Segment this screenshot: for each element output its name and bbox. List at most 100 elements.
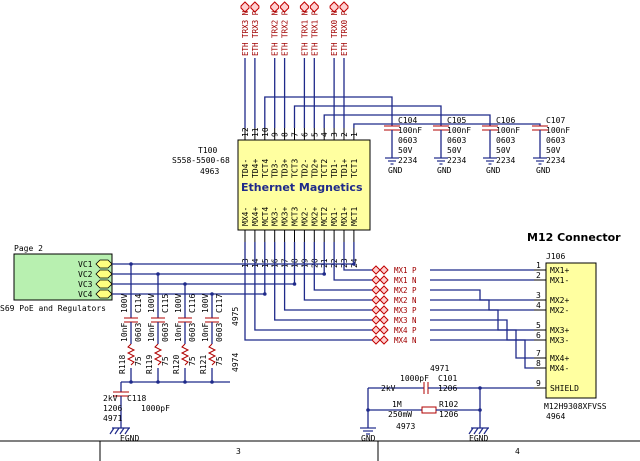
resistor-value: 75	[188, 356, 197, 366]
cap-ref: C104	[398, 116, 417, 125]
resistor-zigzag	[126, 343, 136, 366]
mx-net-label: MX2 N	[371, 295, 417, 305]
wire	[293, 105, 442, 128]
cap-package: 0603	[398, 136, 417, 145]
pin-name: MCT2	[320, 207, 329, 226]
cap-value: 10nF	[174, 323, 183, 342]
connector-ref: J106	[546, 252, 565, 261]
pin-name: TD1+	[340, 159, 349, 178]
net-arrow-icon	[371, 325, 389, 335]
pin-number: 1	[350, 132, 359, 137]
magnetics-t100[interactable]: T100 S558-5500-68 4963 Ethernet Magnetic…	[172, 127, 371, 268]
pin-name: TCT2	[320, 159, 329, 178]
connector-pin-name: MX3+	[550, 326, 569, 335]
r102-power: 250mW	[388, 410, 412, 419]
wire	[244, 242, 372, 341]
net-arrow-icon	[299, 1, 309, 13]
c118[interactable]: 2kV C118 1206 1000pF 4971 EGND	[103, 381, 230, 443]
mx-net-name: MX2 P	[394, 286, 417, 295]
connector-pin-name: MX4+	[550, 354, 569, 363]
eth-net-name: ETH TRX1 N	[300, 11, 309, 56]
wire	[333, 242, 372, 281]
cap-ref: C116	[188, 294, 197, 313]
c101-volt: 2kV	[381, 384, 396, 393]
cap-value: 100nF	[496, 126, 520, 135]
connector-pin-number: 3	[536, 291, 541, 300]
pin-number: 11	[251, 127, 260, 137]
cap-voltage: 50V	[546, 146, 561, 155]
resistor-ref: R121	[199, 355, 208, 374]
cap-package: 0603	[215, 323, 224, 342]
connector-pin-name: MX2-	[550, 306, 569, 315]
pin-name: MCT4	[261, 207, 270, 226]
wire	[430, 289, 534, 301]
pin-name: TCT1	[350, 159, 359, 178]
frame-number: 3	[236, 447, 241, 456]
sheet-port-label: VC4	[78, 290, 93, 299]
connector-pin-number: 9	[536, 379, 541, 388]
cap-gnd: GND	[486, 166, 501, 175]
c118-ref: C118	[127, 394, 146, 403]
net-arrow-icon	[240, 1, 250, 13]
cap-value: 100nF	[398, 126, 422, 135]
connector-pin-number: 7	[536, 349, 541, 358]
wire	[274, 242, 372, 321]
net-arrow-icon	[371, 285, 389, 295]
drawing-frame: 3 4	[0, 440, 640, 461]
resistor-ref: R119	[145, 355, 154, 374]
mx-net-label: MX2 P	[371, 285, 417, 295]
connector-pin-number: 8	[536, 359, 541, 368]
wire	[343, 242, 372, 271]
resistor-zigzag	[180, 343, 190, 366]
pin-number: 7	[291, 132, 300, 137]
mx-net-name: MX1 N	[394, 276, 417, 285]
connector-pin-number: 6	[536, 331, 541, 340]
resistor-r120: R120 75	[172, 343, 197, 384]
net-arrow-icon	[309, 1, 319, 13]
egnd-icon	[468, 427, 489, 435]
pin-number: 9	[271, 132, 280, 137]
cap-package: 0603	[134, 323, 143, 342]
connector-pin-name: MX2+	[550, 296, 569, 305]
sheet-title: Page 2	[14, 244, 43, 253]
magnetics-body	[237, 139, 371, 231]
pin-name: TD4+	[251, 159, 260, 178]
resistor-ref: R120	[172, 355, 181, 374]
wire	[323, 114, 491, 128]
cap-ref: C106	[496, 116, 515, 125]
connector-pin-number: 4	[536, 301, 541, 310]
connector-pin-name: MX1-	[550, 276, 569, 285]
resistor-value: 75	[215, 356, 224, 366]
shield-network[interactable]: 4971 1000pF C101 2kV 1206 1M 250mW R102 …	[360, 364, 534, 443]
junction	[322, 272, 327, 276]
junction	[263, 292, 267, 296]
pin-number: 6	[300, 132, 309, 137]
egnd-icon	[109, 427, 130, 435]
connector-j106[interactable]: M12 Connector J106 1MX1+2MX1-3MX2+4MX2-5…	[527, 231, 621, 421]
pin-name: TD1-	[330, 159, 339, 178]
wire	[430, 299, 534, 311]
net-arrow-icon	[371, 315, 389, 325]
pin-name: MX4+	[251, 207, 260, 226]
egnd-label: EGND	[469, 434, 488, 443]
connector-pin-name: MX3-	[550, 336, 569, 345]
cap-ref: C115	[161, 294, 170, 313]
sheet-port-icon	[95, 279, 113, 289]
cap-num: 4975	[231, 307, 240, 326]
c101-pkg: 1206	[438, 384, 457, 393]
eth-net-label: ETH TRX3 N	[240, 1, 250, 56]
net-arrow-icon	[339, 1, 349, 13]
pin-name: MX1-	[330, 207, 339, 226]
c118-gnd: EGND	[120, 434, 139, 443]
pin-name: MX2+	[310, 207, 319, 226]
